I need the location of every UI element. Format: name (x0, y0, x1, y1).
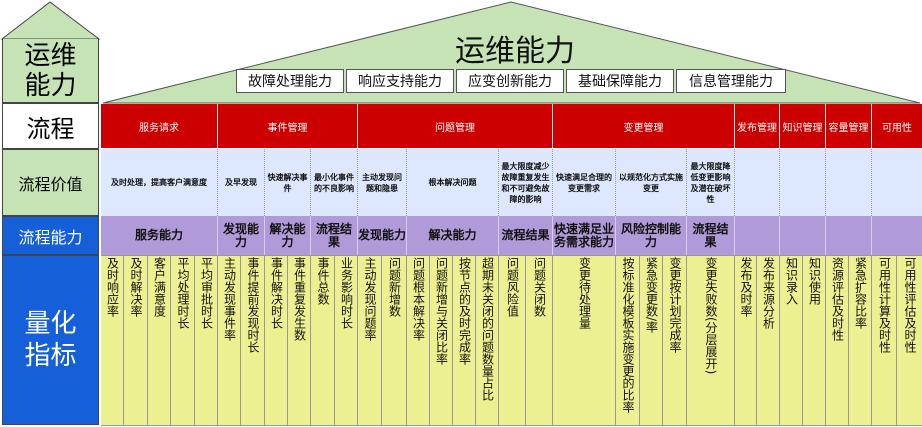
process-row: 服务请求 事件管理 问题管理 变更管理 发布管理 知识管理 容量管理 可用性 (101, 104, 922, 148)
value-capacity-empty (826, 149, 872, 216)
capability-1: 发现能力 (218, 216, 265, 255)
metric-2: 客户满意度 (148, 256, 171, 426)
value-5: 根本解决问题 (407, 149, 499, 216)
capability-9: 流程结果 (687, 216, 735, 255)
metric-8: 事件重复发生数 (288, 256, 311, 426)
capability-6: 流程结果 (499, 216, 553, 255)
metric-21: 紧急变更数/率 (640, 256, 663, 426)
value-7: 快速满足合理的变更需求 (553, 149, 616, 216)
capability-knowledge-empty (780, 216, 826, 255)
value-3: 最小化事件的不良影响 (311, 149, 358, 216)
left-metrics-label: 量化指标 (2, 255, 99, 425)
metric-12: 问题新增数 (382, 256, 407, 426)
metric-1: 及时解决率 (124, 256, 148, 426)
metric-13: 问题根本解决率 (407, 256, 430, 426)
metric-17: 问题风险值 (499, 256, 526, 426)
metric-29: 紧急扩容比率 (849, 256, 872, 426)
metric-10: 业务影响时长 (335, 256, 358, 426)
metric-15: 按节点的及时完成率 (453, 256, 476, 426)
metric-23: 变更失败数(分层展开) (687, 256, 735, 426)
process-availability: 可用性 (872, 104, 922, 148)
value-knowledge-empty (780, 149, 826, 216)
value-2: 快速解决事件 (265, 149, 311, 216)
roof-title: 运维能力 (455, 34, 575, 69)
left-house-roof (0, 1, 101, 40)
left-capability-label: 流程能力 (2, 216, 99, 255)
left-label-column: 运维能力 流程 流程价值 流程能力 量化指标 (0, 0, 101, 427)
value-6: 最大限度减少故障重复发生和不可避免故障的影响 (499, 149, 553, 216)
capability-row: 服务能力 发现能力 解决能力 流程结果 发现能力 解决能力 流程结果 快速满足业… (101, 216, 922, 255)
process-incident-management: 事件管理 (218, 104, 358, 148)
roof-capability-1: 响应支持能力 (346, 69, 454, 93)
metric-9: 事件总数 (311, 256, 335, 426)
process-knowledge-management: 知识管理 (780, 104, 826, 148)
metric-16: 超期未关闭的问题数量占比 (476, 256, 499, 426)
value-0: 及时处理，提高客户满意度 (101, 149, 218, 216)
value-1: 及早发现 (218, 149, 265, 216)
metric-0: 及时响应率 (101, 256, 124, 426)
metric-24: 发布及时率 (735, 256, 757, 426)
value-9: 最大限度降低变更影响及潜在破坏性 (687, 149, 735, 216)
metric-5: 主动发现事件率 (218, 256, 241, 426)
capability-3: 流程结果 (311, 216, 358, 255)
capability-availability-empty (872, 216, 922, 255)
capability-release-empty (735, 216, 780, 255)
capability-capacity-empty (826, 216, 872, 255)
metrics-row: 及时响应率 及时解决率 客户满意度 平均处理时长 平均审批时长 主动发现事件率 … (101, 255, 922, 426)
metric-22: 变更按计划完成率 (663, 256, 687, 426)
metric-31: 可用性评估及时性 (897, 256, 922, 426)
capability-8: 风险控制能力 (616, 216, 687, 255)
metric-30: 可用性计算及时性 (872, 256, 897, 426)
process-change-management: 变更管理 (553, 104, 735, 148)
metric-11: 主动发现问题率 (358, 256, 382, 426)
metric-3: 平均处理时长 (171, 256, 195, 426)
roof-capability-2: 应变创新能力 (456, 69, 564, 93)
roof-capability-3: 基础保障能力 (566, 69, 674, 93)
capability-2: 解决能力 (265, 216, 311, 255)
value-4: 主动发现问题和隐患 (358, 149, 407, 216)
metric-6: 事件提前发现时长 (241, 256, 265, 426)
process-service-request: 服务请求 (101, 104, 218, 148)
capability-7: 快速满足业务需求能力 (553, 216, 616, 255)
metric-27: 知识使用 (803, 256, 826, 426)
roof-capability-4: 信息管理能力 (676, 69, 786, 93)
metric-20: 按标准化模板实施变更的比率 (616, 256, 640, 426)
capability-4: 发现能力 (358, 216, 407, 255)
capability-5: 解决能力 (407, 216, 499, 255)
metric-18: 问题关闭数 (526, 256, 553, 426)
process-release-management: 发布管理 (735, 104, 780, 148)
metric-19: 变更待处理量 (553, 256, 616, 426)
value-release-empty (735, 149, 780, 216)
metric-7: 事件解决时长 (265, 256, 288, 426)
left-value-label: 流程价值 (2, 149, 99, 216)
metric-26: 知识录入 (780, 256, 803, 426)
capability-0: 服务能力 (101, 216, 218, 255)
process-problem-management: 问题管理 (358, 104, 553, 148)
metric-25: 发布来源分析 (757, 256, 780, 426)
left-top-label: 运维能力 (2, 39, 99, 103)
value-availability-empty (872, 149, 922, 216)
process-capacity-management: 容量管理 (826, 104, 872, 148)
metric-14: 问题新增与关闭比率 (430, 256, 453, 426)
value-8: 以规范化方式实施变更 (616, 149, 687, 216)
metric-28: 资源评估及时性 (826, 256, 849, 426)
left-process-label: 流程 (2, 103, 99, 149)
value-row: 及时处理，提高客户满意度 及早发现 快速解决事件 最小化事件的不良影响 主动发现… (101, 149, 922, 216)
roof-capability-0: 故障处理能力 (236, 69, 344, 93)
metric-4: 平均审批时长 (195, 256, 218, 426)
